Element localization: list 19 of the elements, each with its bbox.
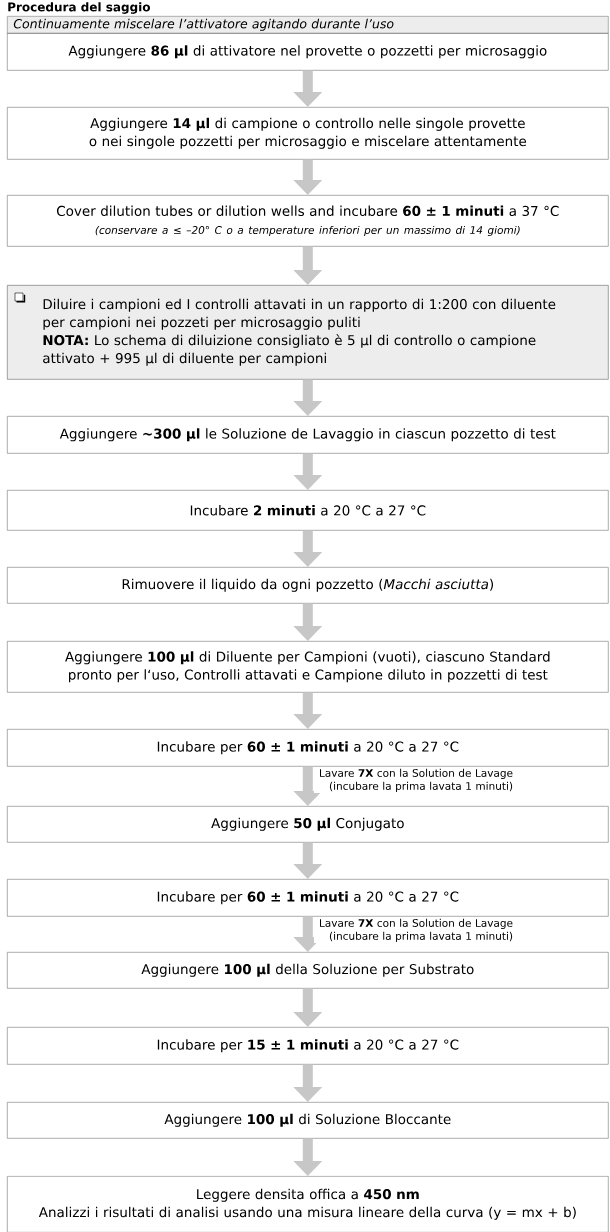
heading: Procedura del saggio bbox=[8, 2, 150, 14]
process-box: Leggere densita offica a 450 nm Analizzi i risultati di analisi usando una misura lineare della curva (y = mx + b) bbox=[7, 1176, 609, 1232]
edge-label: Lavare 7X con la Solution de Lavage (incubare la prima lavata 1 minuti) bbox=[314, 917, 514, 943]
process-box: Aggiungere 14 µl di campione o controllo nelle singole provette o nei singole pozzetti per microsaggio e miscelare attentamente bbox=[7, 107, 609, 160]
process-box: Aggiungere 86 µl di attivatore nel provette o pozzetti per microsaggio bbox=[7, 33, 609, 71]
process-box: Aggiungere 100 µl di Diluente per Campioni (vuoti), ciascuno Standard pronto per l‘uso, Controlli attavati e Campione diluto in pozzetti di test bbox=[7, 641, 609, 693]
process-box: Incubare per 60 ± 1 minuti a 20 °C a 27 °C bbox=[7, 729, 609, 767]
process-box: Aggiungere 100 µl di Soluzione Bloccante bbox=[7, 1102, 609, 1139]
process-box: Rimuovere il liquido da ogni pozzetto (Macchi asciutta) bbox=[7, 567, 609, 604]
process-box: Incubare per 60 ± 1 minuti a 20 °C a 27 °C bbox=[7, 879, 609, 917]
edge-label: Lavare 7X con la Solution de Lavage (incubare la prima lavata 1 minuti) bbox=[314, 767, 514, 793]
process-box: Incubare 2 minuti a 20 °C a 27 °C bbox=[7, 490, 609, 531]
process-box: Aggiungere 100 µl della Soluzione per Substrato bbox=[7, 952, 609, 989]
process-box: Incubare per 15 ± 1 minuti a 20 °C a 27 °C bbox=[7, 1027, 609, 1065]
process-box: Cover dilution tubes or dilution wells and incubare 60 ± 1 minuti a 37 °C (conservare a ≤ –20° C o a temperature inferiori per un massimo di 14 giomi) bbox=[7, 195, 609, 247]
note-box: Diluire i campioni ed I controlli attavati in un rapporto di 1:200 con diluente per campioni nei pozzeti per microsaggio puliti NOTA: Lo schema di diluizione consigliato è 5 µl di controllo o campione attivato + 995 µl di diluente per campioni bbox=[7, 285, 609, 380]
process-box: Aggiungere ~300 µl le Soluzione de Lavaggio in ciascun pozzetto di test bbox=[7, 416, 609, 454]
instruction-band: Continuamente miscelare l’attivatore agitando durante l’uso bbox=[7, 16, 609, 34]
process-box: Aggiungere 50 µl Conjugato bbox=[7, 806, 609, 843]
